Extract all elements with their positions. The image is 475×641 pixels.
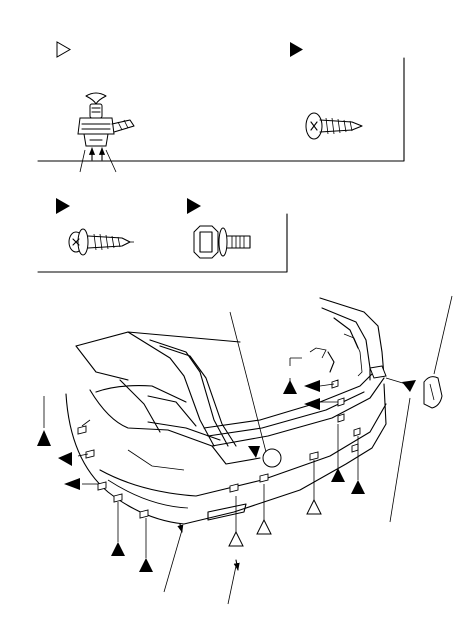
- filled-triangle-marker: [283, 380, 297, 394]
- top-legend-panel: [37, 41, 405, 173]
- clip: [337, 397, 345, 407]
- clip: [337, 413, 345, 423]
- clip: [77, 425, 87, 435]
- bulb-socket-with-clip-icon: [77, 92, 135, 173]
- open-triangle-marker: [56, 41, 72, 58]
- rear-bumper-assembly-icon: [65, 297, 387, 525]
- clip: [331, 379, 339, 389]
- flange-screw-icon: [68, 228, 134, 256]
- filled-triangle-marker: [37, 430, 51, 446]
- leader-lines: [43, 295, 453, 605]
- filled-triangle-marker: [58, 452, 72, 466]
- clip-markers: [77, 379, 361, 519]
- open-triangle-marker: [228, 530, 244, 547]
- filled-triangle-marker: [111, 542, 125, 556]
- mid-legend-panel: [37, 198, 288, 273]
- filled-triangle-marker: [56, 198, 70, 214]
- clip: [229, 483, 239, 493]
- filled-triangle-marker: [64, 478, 80, 490]
- filled-triangle-marker: [304, 380, 320, 392]
- tapping-screw-icon: [305, 112, 363, 140]
- flange-bolt-icon: [193, 225, 251, 259]
- filled-triangle-marker: [331, 468, 345, 482]
- clip: [351, 443, 359, 453]
- clip: [97, 481, 107, 491]
- filled-triangle-marker: [290, 42, 303, 57]
- side-reflector-icon: [423, 376, 443, 409]
- clip: [113, 493, 123, 503]
- filled-triangle-marker: [402, 380, 416, 392]
- clip: [139, 509, 149, 519]
- open-triangle-marker: [306, 498, 322, 515]
- filled-triangle-marker: [139, 558, 153, 572]
- filled-triangle-marker: [304, 398, 320, 410]
- open-triangle-marker: [256, 518, 272, 535]
- clip: [85, 449, 95, 459]
- clip: [353, 427, 361, 437]
- clip: [309, 451, 319, 461]
- clip: [259, 473, 269, 483]
- open-marker-group: [228, 498, 322, 547]
- filled-triangle-marker: [187, 198, 201, 214]
- filled-triangle-marker: [351, 480, 365, 494]
- filled-triangle-marker: [248, 446, 260, 458]
- filled-marker-group: [37, 380, 416, 572]
